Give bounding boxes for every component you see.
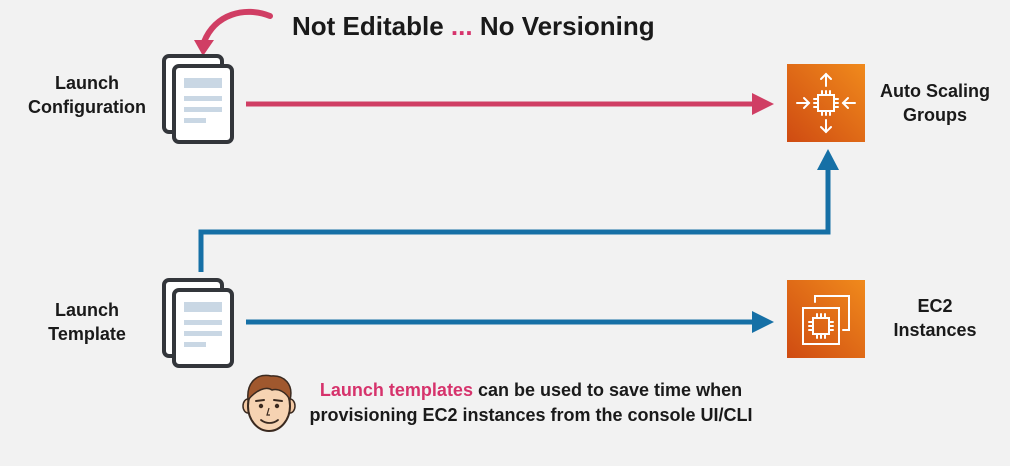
label-auto-scaling-groups: Auto Scaling Groups: [866, 79, 1004, 127]
label-ec2-instances: EC2 Instances: [876, 294, 994, 342]
note-highlight: Launch templates: [319, 380, 473, 400]
info-note: Launch templates can be used to save tim…: [296, 378, 766, 428]
label-line: Instances: [893, 320, 977, 340]
label-line: Launch: [54, 300, 119, 320]
label-line: Launch: [54, 73, 119, 93]
label-launch-template: Launch Template: [28, 298, 146, 346]
title-ellipsis: ...: [450, 11, 473, 41]
label-line: Auto Scaling: [879, 81, 990, 101]
label-line: Configuration: [28, 97, 146, 117]
auto-scaling-icon: [787, 64, 865, 142]
document-stack-icon: [162, 278, 234, 368]
label-line: EC2: [917, 296, 953, 316]
arrow-template-to-ec2: [246, 311, 774, 333]
ec2-instance-icon: [787, 280, 865, 358]
person-avatar-icon: [242, 374, 296, 432]
label-launch-configuration: Launch Configuration: [14, 71, 160, 119]
document-stack-icon: [162, 54, 234, 144]
label-line: Template: [48, 324, 126, 344]
note-line-2: provisioning EC2 instances from the cons…: [309, 405, 753, 425]
diagram-title: Not Editable ... No Versioning: [292, 8, 655, 44]
curved-arrow-icon: [194, 8, 273, 56]
arrow-config-to-asg: [246, 93, 774, 115]
title-part-no-versioning: No Versioning: [479, 11, 655, 41]
label-line: Groups: [902, 105, 967, 125]
note-line-1-rest: can be used to save time when: [477, 380, 743, 400]
note-line-1: Launch templates can be used to save tim…: [296, 378, 766, 403]
arrow-template-to-asg: [198, 149, 839, 272]
title-part-not-editable: Not Editable: [292, 11, 444, 41]
